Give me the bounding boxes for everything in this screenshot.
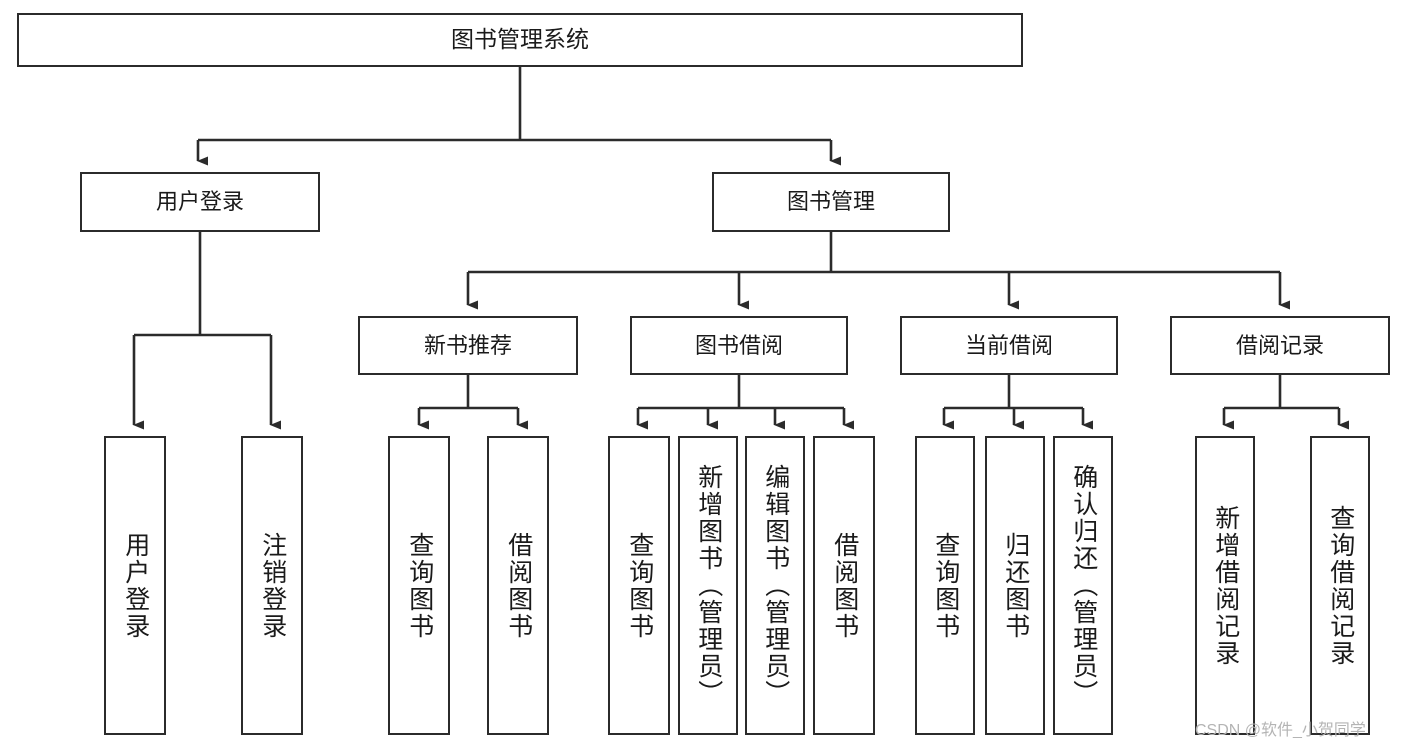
- node-user-login[interactable]: 用户登录: [80, 172, 320, 232]
- leaf-label: 注销登录: [258, 531, 287, 640]
- node-borrow-records[interactable]: 借阅记录: [1170, 316, 1390, 375]
- node-book-borrowing[interactable]: 图书借阅: [630, 316, 848, 375]
- leaf-query-books-borrowing[interactable]: 查询图书: [608, 436, 670, 735]
- leaf-borrow-books-recommendation[interactable]: 借阅图书: [487, 436, 549, 735]
- node-root-system[interactable]: 图书管理系统: [17, 13, 1023, 67]
- leaf-return-books[interactable]: 归还图书: [985, 436, 1045, 735]
- leaf-add-borrow-record[interactable]: 新增借阅记录: [1195, 436, 1255, 735]
- leaf-confirm-return-admin[interactable]: 确认归还（管理员）: [1053, 436, 1113, 735]
- leaf-edit-book-admin[interactable]: 编辑图书（管理员）: [745, 436, 805, 735]
- node-new-book-recommendation[interactable]: 新书推荐: [358, 316, 578, 375]
- leaf-label: 借阅图书: [504, 531, 533, 640]
- leaf-label: 用户登录: [121, 531, 150, 640]
- leaf-label: 归还图书: [1001, 531, 1030, 640]
- node-book-management[interactable]: 图书管理: [712, 172, 950, 232]
- leaf-query-books-recommendation[interactable]: 查询图书: [388, 436, 450, 735]
- leaf-label: 查询图书: [405, 531, 434, 640]
- csdn-watermark: CSDN @软件_小贺同学: [1195, 722, 1366, 739]
- leaf-label: 查询图书: [931, 531, 960, 640]
- leaf-label: 借阅图书: [830, 531, 859, 640]
- leaf-user-login[interactable]: 用户登录: [104, 436, 166, 735]
- leaf-label: 新增借阅记录: [1211, 504, 1240, 667]
- node-current-borrowing[interactable]: 当前借阅: [900, 316, 1118, 375]
- leaf-query-borrow-record[interactable]: 查询借阅记录: [1310, 436, 1370, 735]
- leaf-query-books-current[interactable]: 查询图书: [915, 436, 975, 735]
- leaf-label: 查询借阅记录: [1326, 504, 1355, 667]
- leaf-label: 查询图书: [625, 531, 654, 640]
- leaf-label: 确认归还（管理员）: [1069, 464, 1098, 707]
- leaf-borrow-books-borrowing[interactable]: 借阅图书: [813, 436, 875, 735]
- leaf-label: 新增图书（管理员）: [694, 464, 723, 707]
- leaf-logout[interactable]: 注销登录: [241, 436, 303, 735]
- leaf-label: 编辑图书（管理员）: [761, 464, 790, 707]
- leaf-add-book-admin[interactable]: 新增图书（管理员）: [678, 436, 738, 735]
